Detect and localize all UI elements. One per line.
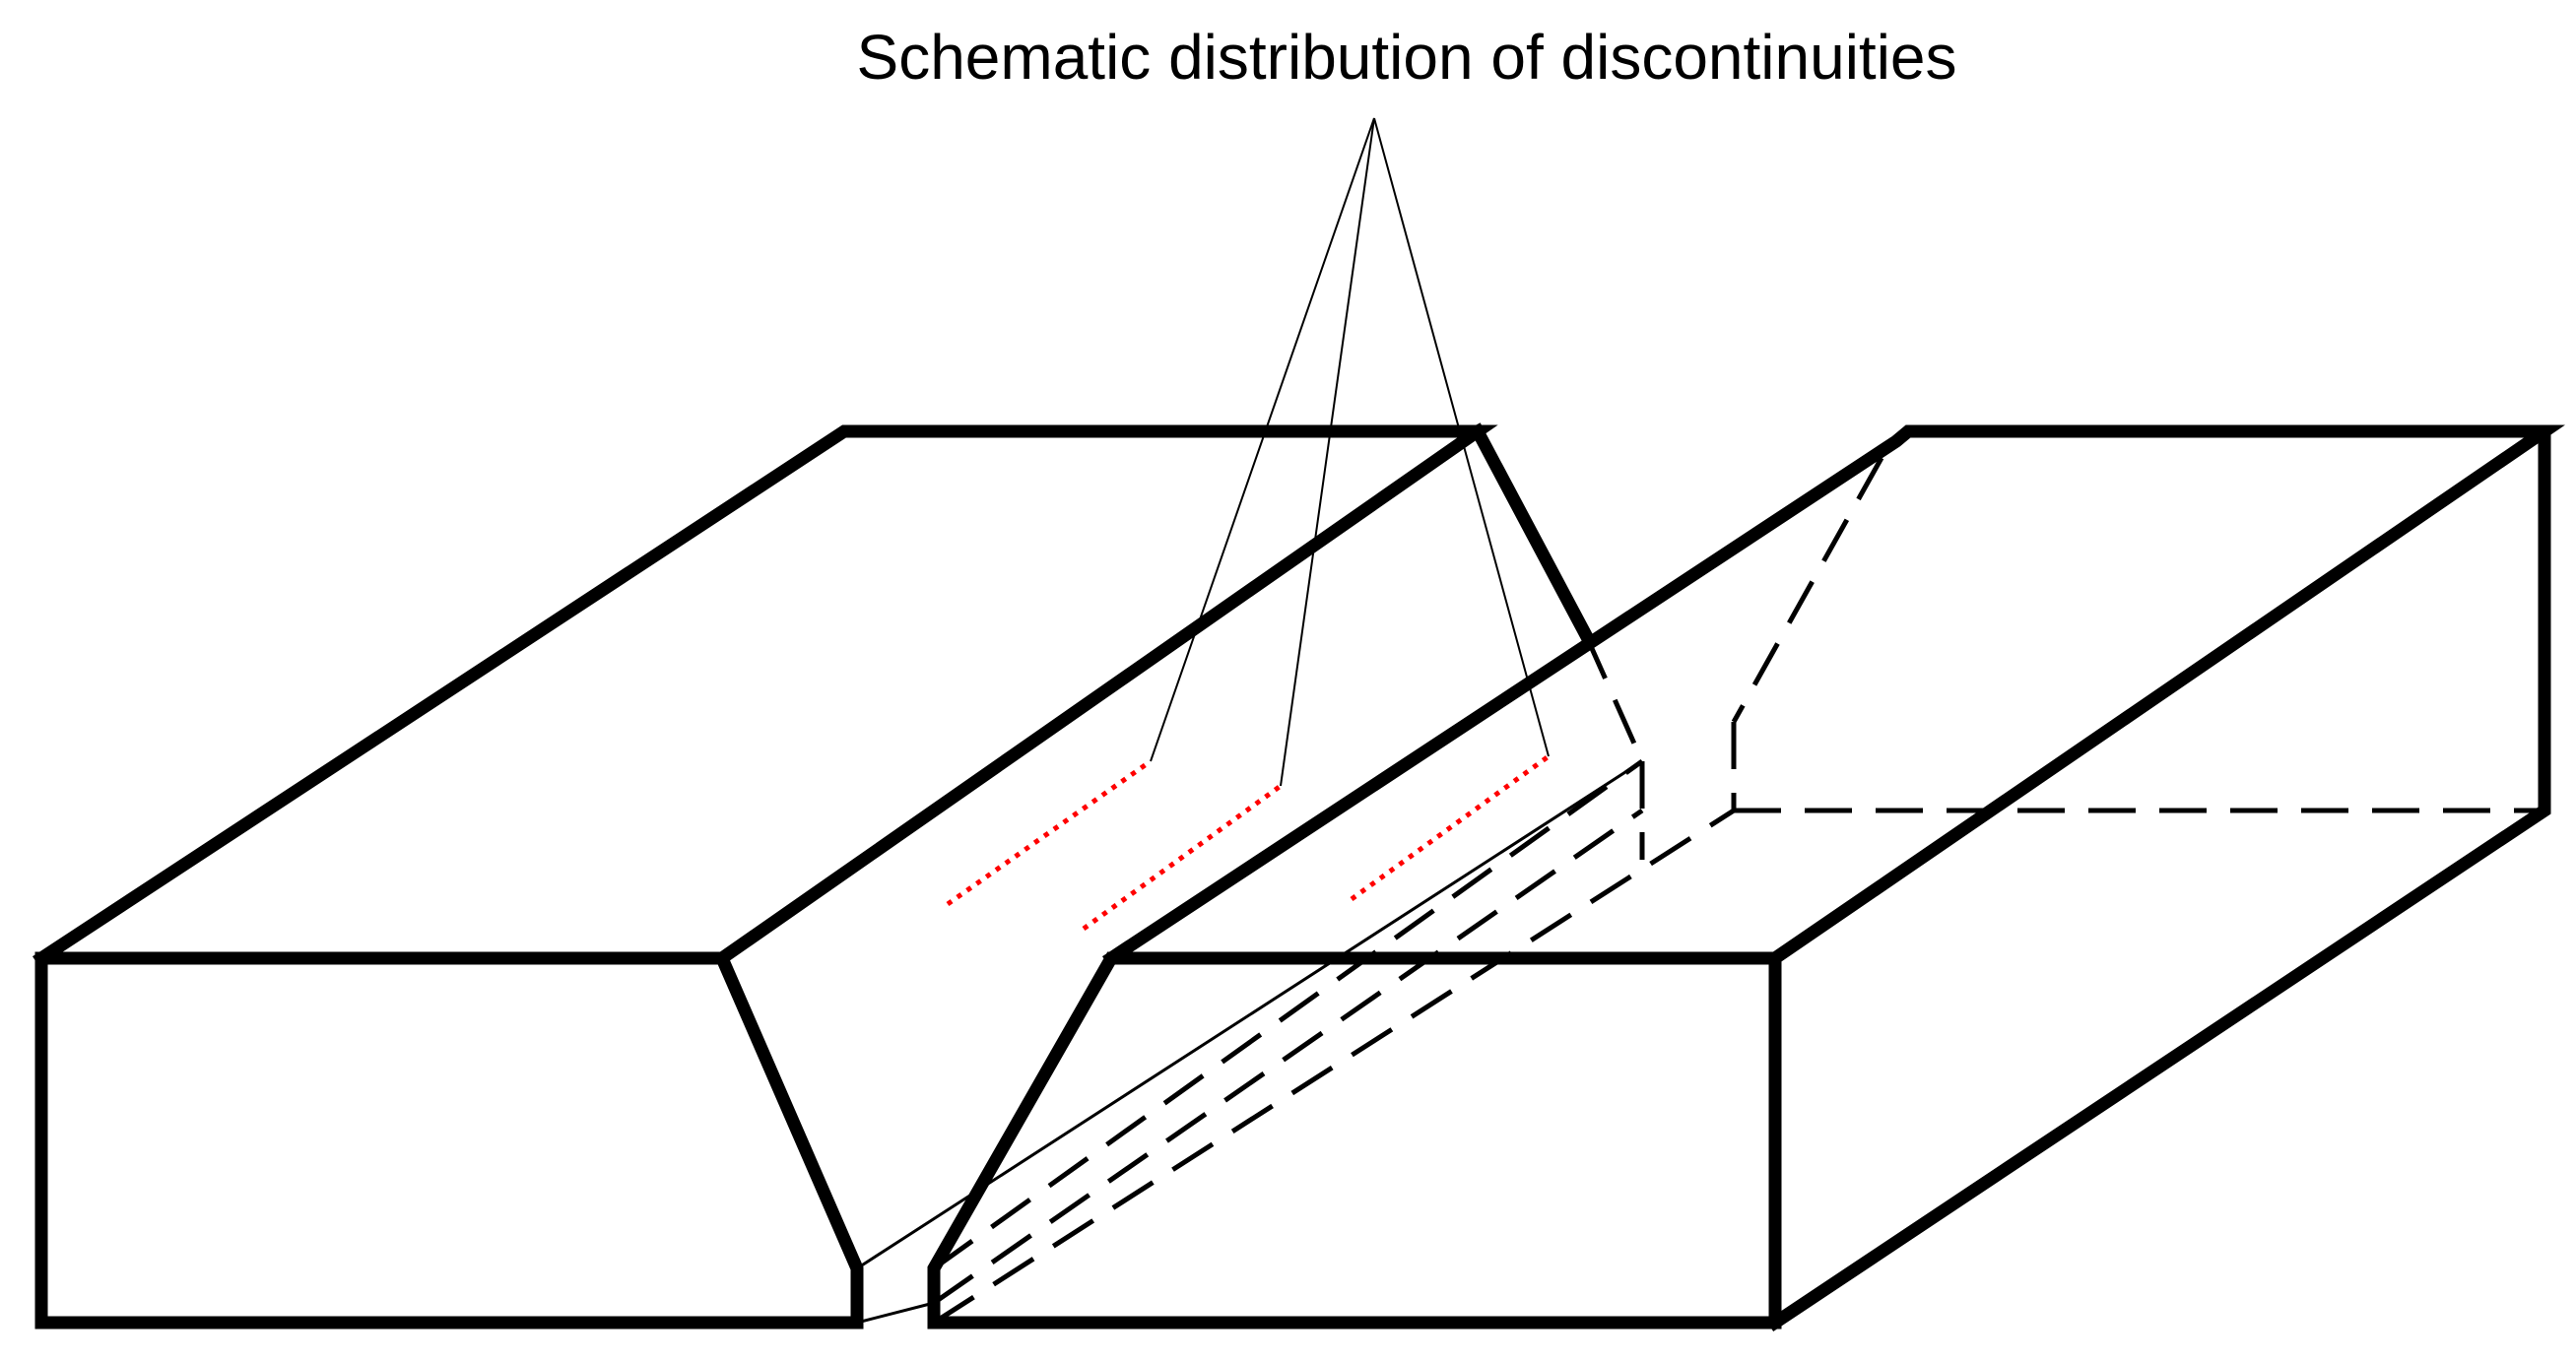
right-plate-front-face bbox=[927, 951, 1782, 1330]
right-hidden-bevel bbox=[1731, 456, 1884, 724]
left-plate-bevel-edge bbox=[1469, 422, 1595, 644]
right-hidden-diag-3 bbox=[932, 808, 1736, 1326]
right-hidden-diag-2 bbox=[932, 808, 1644, 1306]
left-root-edge-bottom bbox=[856, 1301, 935, 1325]
leader-line-1 bbox=[1150, 117, 1375, 762]
discontinuity-2 bbox=[1082, 783, 1283, 932]
right-plate bbox=[927, 424, 2565, 1332]
discontinuities bbox=[946, 753, 1551, 932]
discontinuity-3 bbox=[1350, 753, 1551, 902]
diagram-caption: Schematic distribution of discontinuitie… bbox=[857, 22, 1957, 93]
right-hidden-diag-1 bbox=[932, 758, 1644, 1271]
left-plate bbox=[32, 422, 1645, 1330]
left-plate-front-face bbox=[34, 951, 864, 1330]
left-plate-top-face bbox=[32, 424, 1498, 968]
leader-line-2 bbox=[1280, 117, 1375, 787]
right-plate-top-face bbox=[1101, 424, 2565, 968]
left-plate-bevel-hidden bbox=[1583, 633, 1645, 763]
